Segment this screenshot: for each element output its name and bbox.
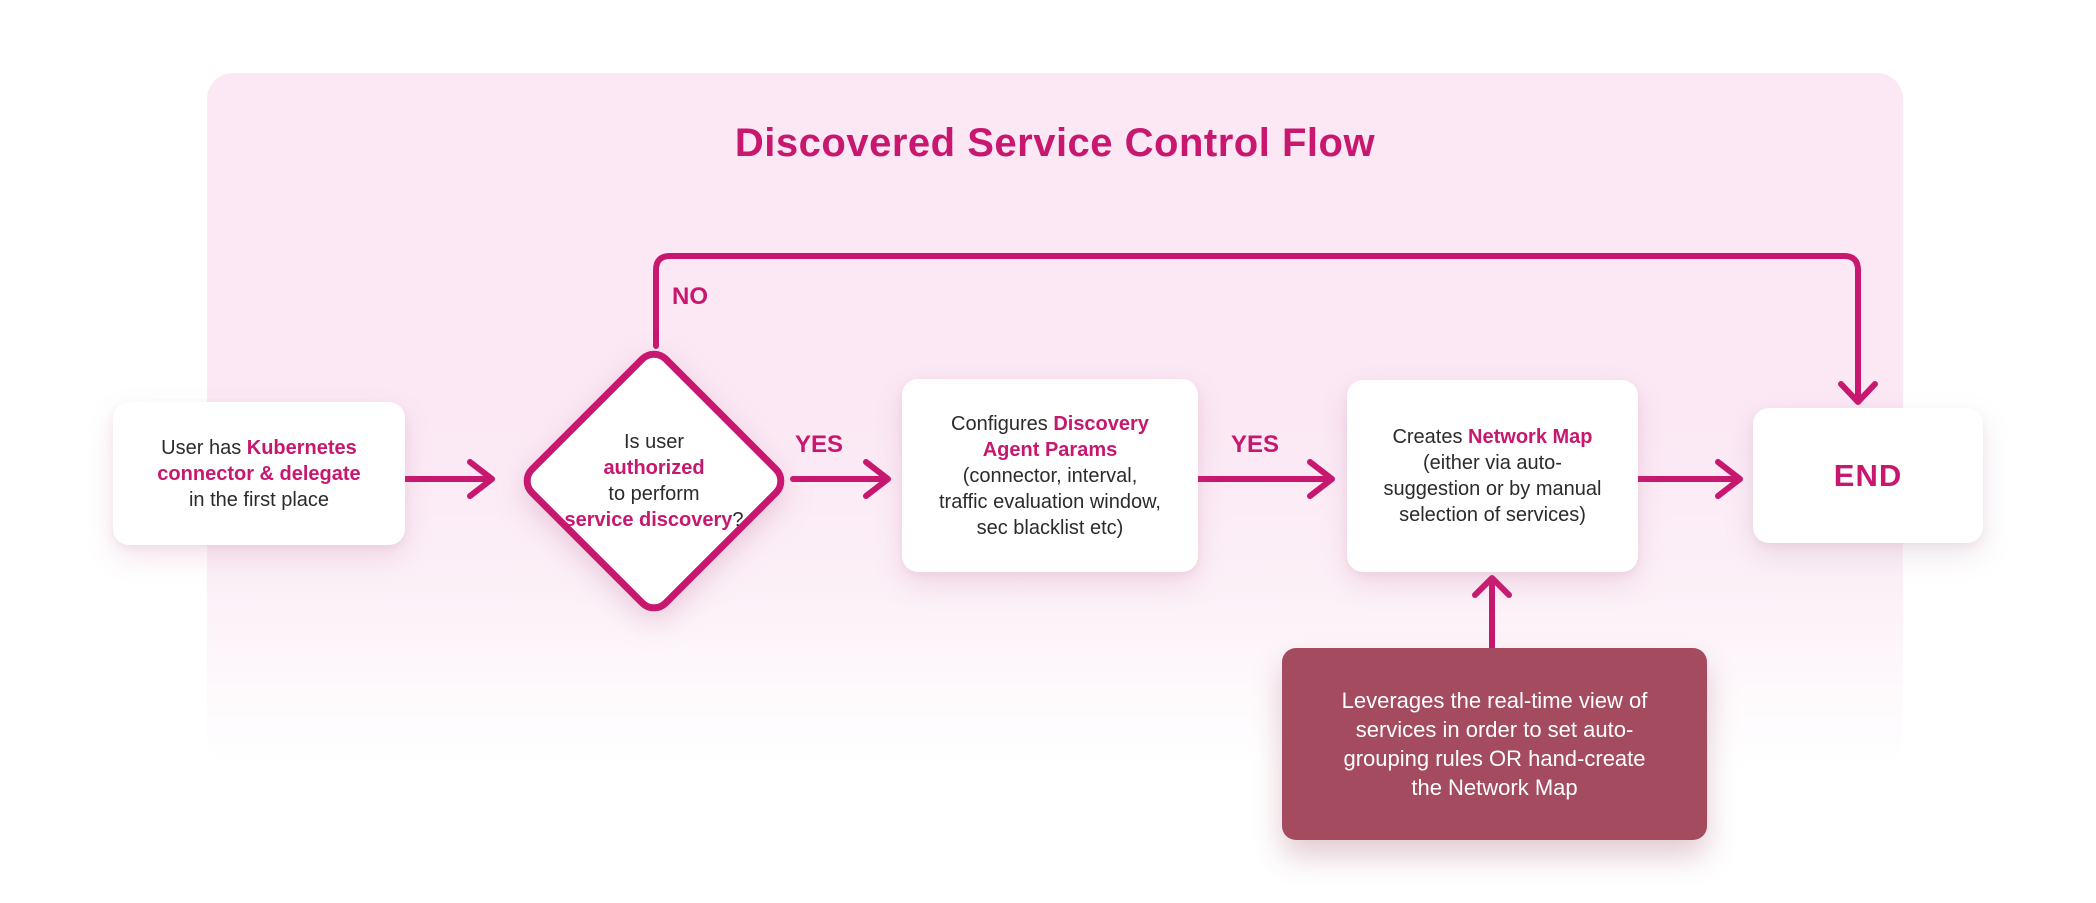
node-end: END	[1753, 408, 1983, 543]
edge-label-no: NO	[672, 283, 708, 310]
node-end-label: END	[1833, 457, 1903, 493]
node-create-label: Creates Network Map(either via auto-sugg…	[1383, 426, 1602, 526]
edge-label-yes-2: YES	[1231, 431, 1280, 458]
flow-title: Discovered Service Control Flow	[734, 121, 1376, 165]
arrowhead-start-to-decision	[467, 459, 495, 499]
arrowhead-decision-to-configure	[863, 459, 891, 499]
arrowhead-note-to-create	[1472, 575, 1512, 598]
arrowhead-create-to-end	[1715, 459, 1743, 499]
arrowhead-decision-to-end-no	[1838, 381, 1878, 405]
arrowhead-configure-to-create	[1307, 459, 1335, 499]
connector-decision-to-end-no	[653, 253, 1861, 401]
edge-label-yes-1: YES	[795, 431, 844, 458]
node-create-network-map: Creates Network Map(either via auto-sugg…	[1347, 380, 1638, 572]
